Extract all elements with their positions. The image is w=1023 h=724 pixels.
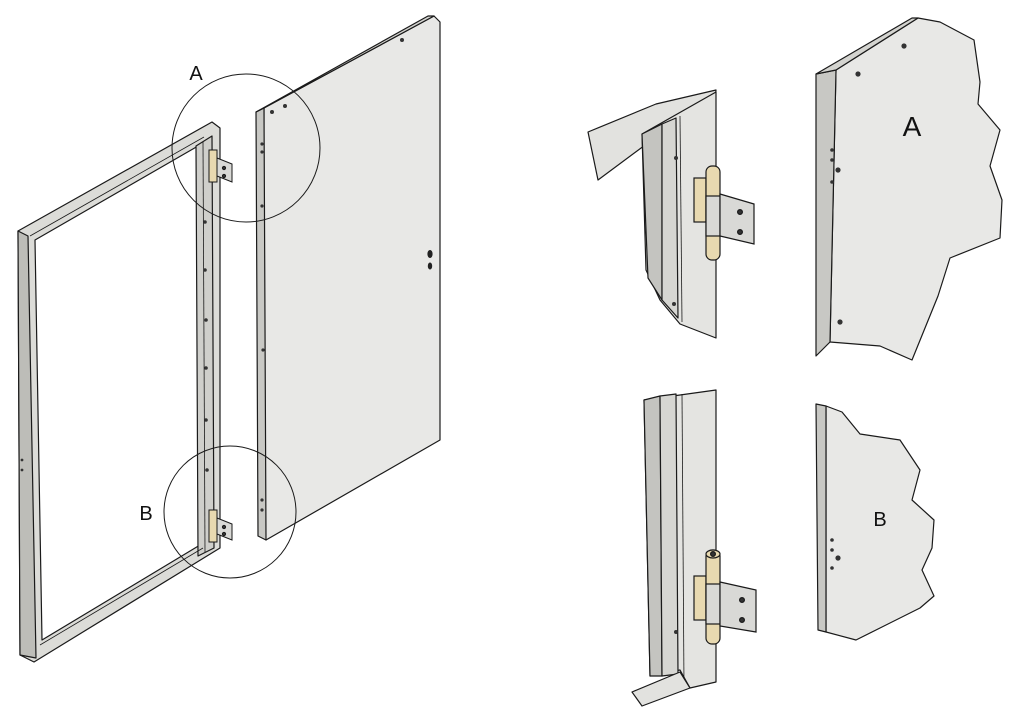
door-leaf-edge [255, 107, 267, 541]
frame-hinge-top [208, 149, 233, 183]
door-frame-left-jamb [17, 230, 37, 659]
jamb-holes [20, 220, 209, 472]
frame-hinge-bottom [208, 509, 233, 543]
door-leaf-holes [260, 38, 404, 512]
door-lock-cutout [427, 250, 433, 270]
detail-b-frame-jamb [631, 389, 717, 707]
door-frame-hinge-jamb [195, 135, 215, 557]
callout-circle-a [171, 73, 321, 223]
detail-label-b: B [873, 509, 886, 531]
detail-b-door-leaf [815, 403, 935, 641]
callout-label-b: B [139, 503, 152, 525]
callout-label-a: A [189, 63, 203, 85]
detail-a-hinge [693, 165, 755, 261]
door-leaf [255, 15, 441, 541]
door-leaf-top-edge [255, 15, 435, 113]
detail-a-door-leaf [815, 17, 1003, 361]
door-frame [17, 121, 221, 663]
detail-a-frame-jamb [587, 89, 717, 339]
detail-label-a: A [903, 111, 922, 142]
callout-circle-b [163, 445, 297, 579]
detail-b-hinge [693, 549, 757, 645]
